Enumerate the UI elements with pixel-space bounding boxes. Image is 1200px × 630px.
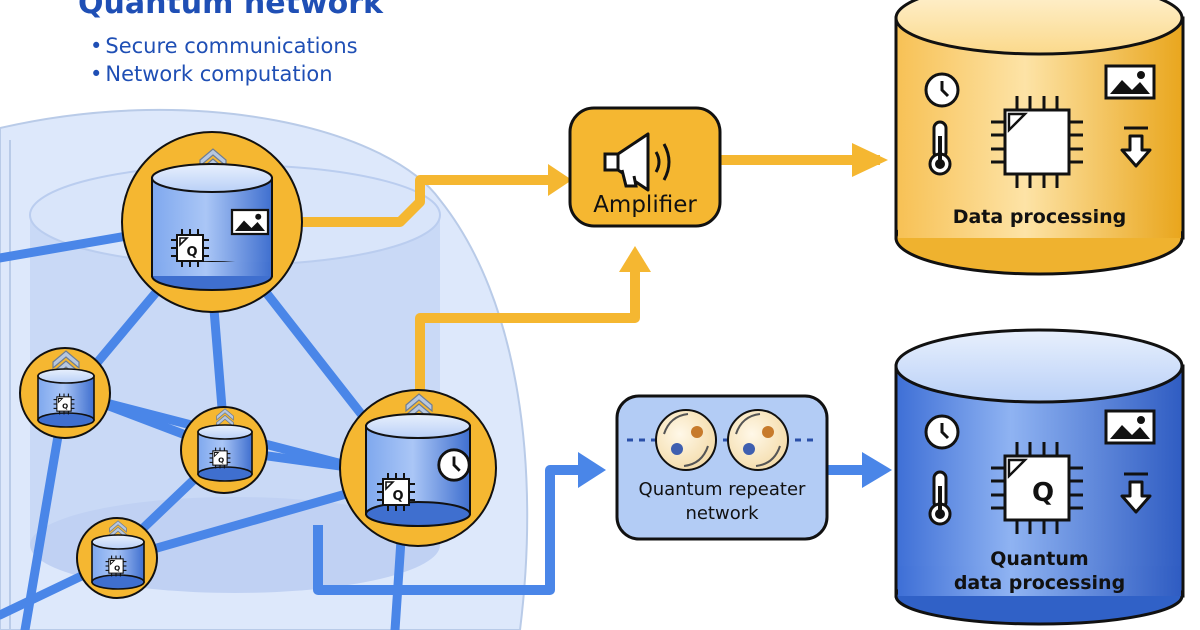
network-node-left — [19, 347, 111, 439]
qubit-pair-icon — [655, 409, 789, 471]
bullet-network-computation: Network computation — [90, 62, 332, 86]
clock-icon — [924, 72, 960, 108]
megaphone-icon — [603, 132, 671, 192]
thermometer-icon-quantum — [928, 470, 952, 526]
page-title: Quantum network — [78, 0, 383, 21]
chip-letter: Q — [1032, 478, 1054, 508]
amplifier-label: Amplifier — [593, 192, 697, 218]
quantum-store-label-line2: data processing — [953, 572, 1126, 594]
image-icon-quantum — [1104, 409, 1156, 445]
repeater-label-line2: network — [685, 503, 759, 524]
quantum-arrowheads — [578, 452, 892, 488]
network-node-bottom — [76, 517, 158, 599]
thermometer-icon — [928, 120, 952, 176]
image-icon — [1104, 64, 1156, 100]
classical-data-store — [894, 0, 1185, 276]
network-node-main — [121, 131, 303, 313]
repeater-box — [615, 394, 829, 541]
quantum-store-label-line1: Quantum — [990, 548, 1089, 570]
repeater-label-line1: Quantum repeater — [638, 479, 806, 500]
amplifier-box — [568, 106, 722, 228]
quantum-chip-icon: Q — [989, 440, 1085, 536]
classical-store-label: Data processing — [952, 206, 1127, 228]
processor-chip-icon — [989, 94, 1085, 190]
network-node-right — [339, 389, 497, 547]
quantum-data-store: Q — [894, 328, 1185, 626]
network-node-center — [180, 406, 268, 494]
classical-paths — [300, 155, 880, 395]
bullet-secure-communications: Secure communications — [90, 34, 357, 58]
classical-arrowheads — [548, 143, 888, 272]
clock-icon-quantum — [924, 414, 960, 450]
